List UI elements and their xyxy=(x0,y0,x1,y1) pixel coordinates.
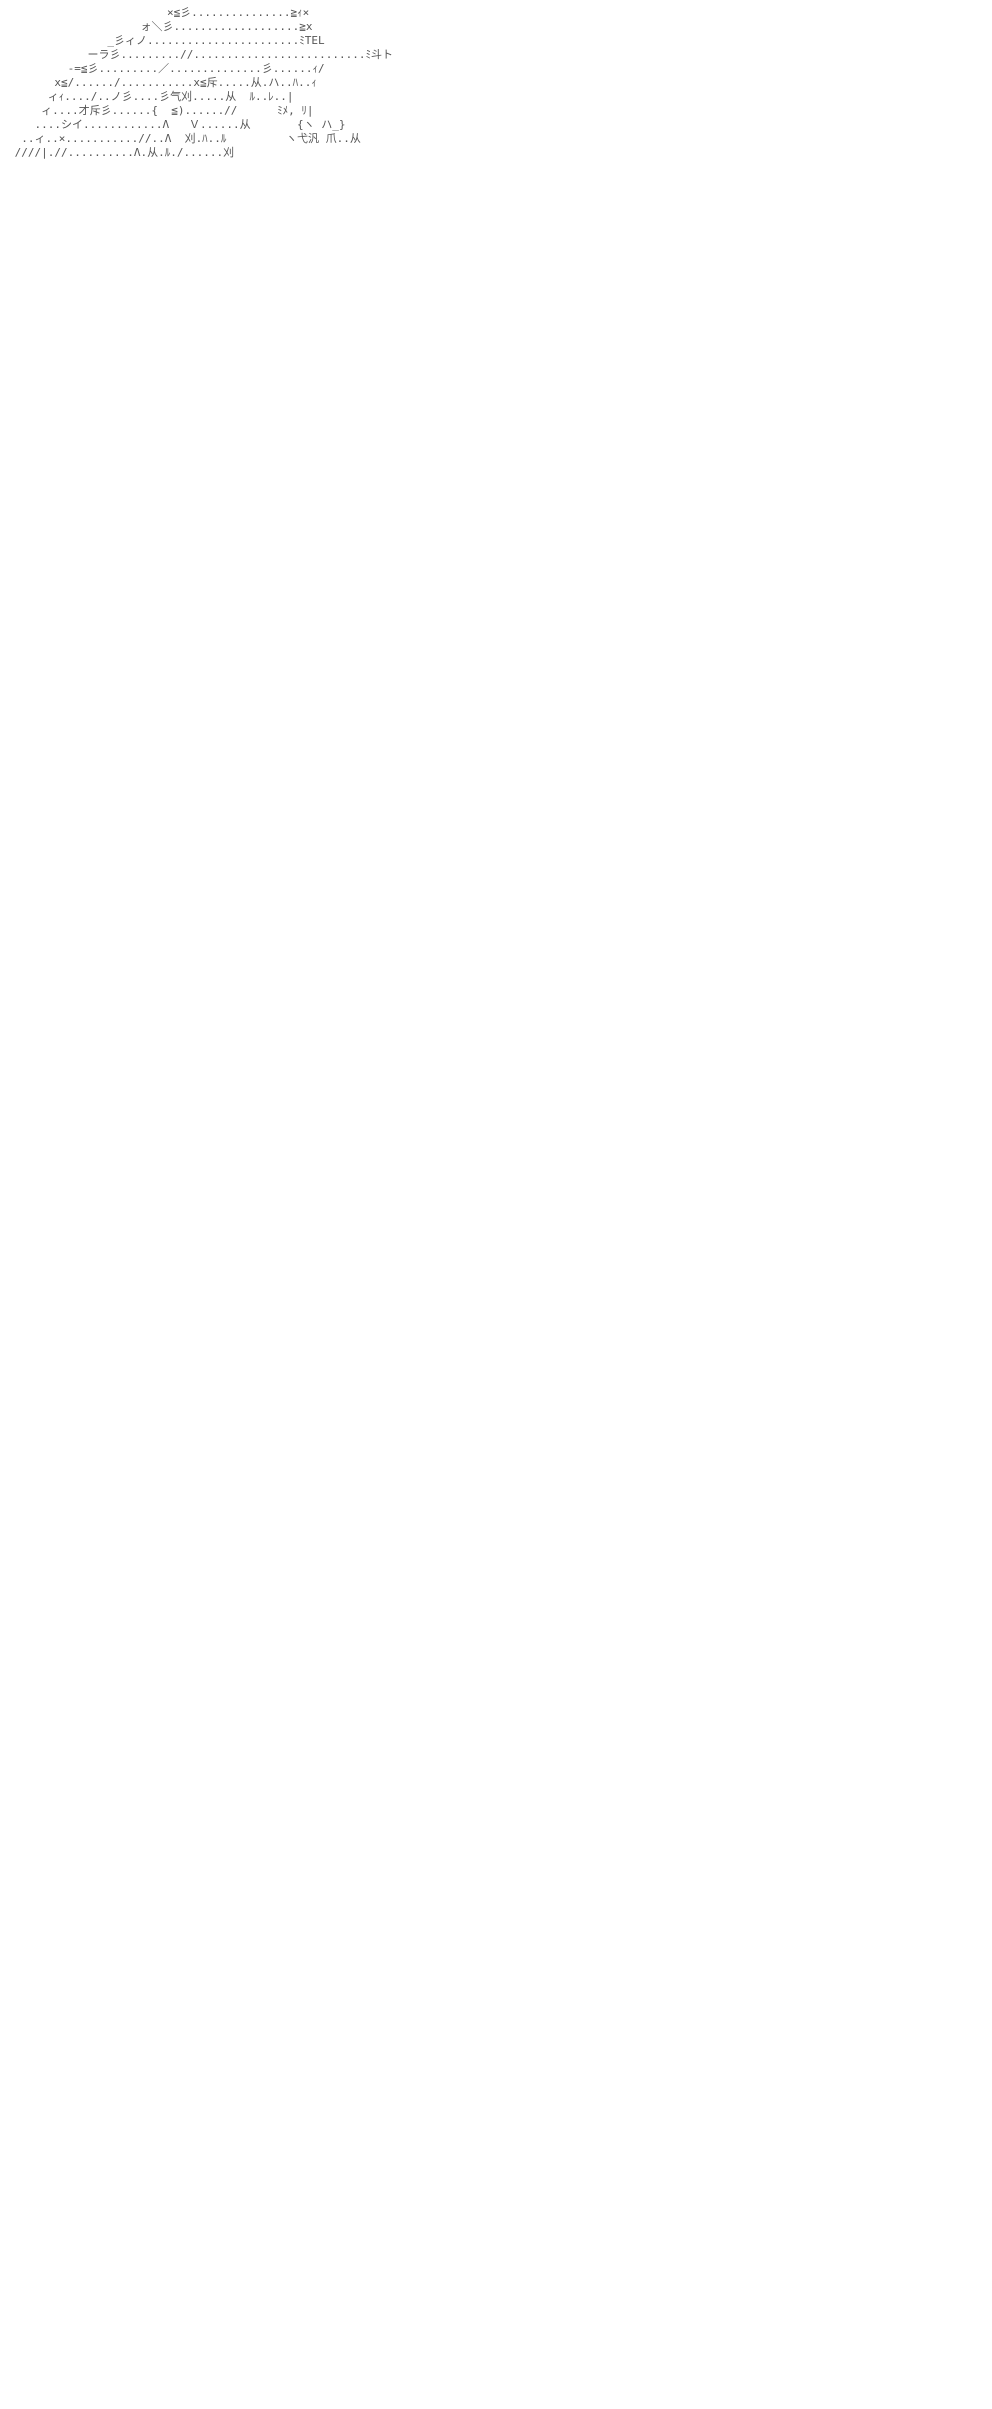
panel-1: ×≦彡...............≧ｨ× ォ＼彡...............… xyxy=(0,0,992,470)
ascii-art-character-1: ×≦彡...............≧ｨ× ォ＼彡...............… xyxy=(14,6,394,159)
